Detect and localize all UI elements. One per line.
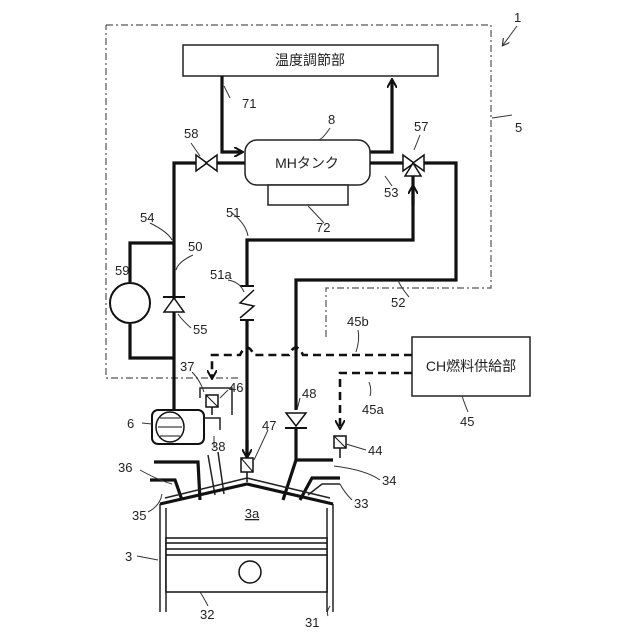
ref-50: 50 (188, 239, 202, 254)
ref-35: 35 (132, 508, 146, 523)
ref-3: 3 (125, 549, 132, 564)
ref-51: 51 (226, 205, 240, 220)
ref-31: 31 (305, 615, 319, 630)
injector-44-icon (334, 436, 346, 458)
ref-57: 57 (414, 119, 428, 134)
ref-37: 37 (180, 359, 194, 374)
piston-32 (166, 538, 327, 592)
ref-34: 34 (382, 473, 396, 488)
ref-36: 36 (118, 460, 132, 475)
heater-72 (268, 185, 348, 205)
ref-47: 47 (262, 418, 276, 433)
ref-8: 8 (328, 112, 335, 127)
intake-port-36 (150, 462, 200, 500)
ref-33: 33 (354, 496, 368, 511)
ref-6: 6 (127, 416, 134, 431)
pump-59-icon (110, 283, 150, 323)
ref-48: 48 (302, 386, 316, 401)
temperature-controller-label: 温度調節部 (275, 52, 345, 68)
valve-57-icon (403, 155, 424, 176)
ref-38: 38 (211, 439, 225, 454)
mh-tank-label: MHタンク (275, 155, 339, 171)
check-valve-48-icon (285, 413, 307, 428)
ref-72: 72 (316, 220, 330, 235)
ch-fuel-supply: CH燃料供給部 (412, 337, 530, 396)
system-1-arrow (503, 26, 517, 45)
combustion-chamber-label: 3a (245, 506, 260, 521)
injector-46-icon (206, 395, 218, 415)
ref-1: 1 (514, 10, 521, 25)
temperature-controller: 温度調節部 (183, 45, 438, 76)
ref-58: 58 (184, 126, 198, 141)
ref-45a: 45a (362, 402, 384, 417)
ref-45b: 45b (347, 314, 369, 329)
ref-45: 45 (460, 414, 474, 429)
mh-tank: MHタンク (245, 140, 370, 185)
ref-54: 54 (140, 210, 154, 225)
ref-71: 71 (242, 96, 256, 111)
reference-numbers: 1 5 71 8 58 57 53 72 51 54 50 59 51a 55 … (115, 10, 522, 630)
heat-line-from-tank (370, 80, 392, 152)
ref-55: 55 (193, 322, 207, 337)
ref-52: 52 (391, 295, 405, 310)
ref-32: 32 (200, 607, 214, 622)
ref-51a: 51a (210, 267, 232, 282)
check-valve-51a-icon (240, 286, 254, 320)
valve-58-icon (196, 155, 217, 171)
ref-59: 59 (115, 263, 129, 278)
compressor-outlet (204, 418, 220, 430)
compressor-6-icon (152, 410, 204, 444)
ref-44: 44 (368, 443, 382, 458)
check-valve-55-icon (163, 297, 185, 312)
fuel-line-45a (340, 373, 412, 428)
ref-46: 46 (229, 380, 243, 395)
ch-fuel-supply-label: CH燃料供給部 (426, 358, 516, 374)
ref-53: 53 (384, 185, 398, 200)
ref-5: 5 (515, 120, 522, 135)
